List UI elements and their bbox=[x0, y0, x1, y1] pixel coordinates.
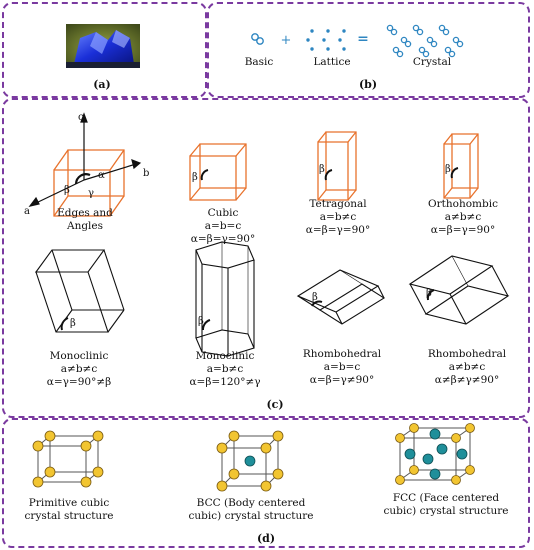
basic-label: Basic bbox=[244, 56, 274, 68]
crystal-label: Crystal bbox=[412, 56, 452, 68]
equals-sign: = bbox=[357, 31, 369, 47]
crystal-motifs bbox=[386, 24, 464, 58]
unit-cells bbox=[32, 423, 475, 492]
fcc-face-atoms bbox=[404, 428, 468, 480]
panel-c-label: (c) bbox=[266, 398, 284, 411]
panel-a-label: (a) bbox=[93, 78, 111, 91]
panel-b-frame bbox=[207, 2, 530, 98]
orthorhombic-cell bbox=[443, 133, 479, 199]
primitive-atoms bbox=[32, 430, 104, 488]
plus-sign: + bbox=[280, 33, 292, 48]
gamma-text: γ bbox=[88, 188, 94, 199]
panel-b-label: (b) bbox=[358, 78, 378, 91]
edges-angles-figure: c b a α β γ β β β β bbox=[24, 112, 510, 357]
axes-cube bbox=[53, 149, 125, 217]
basic-motif bbox=[251, 33, 264, 45]
orthorhombic-beta: β bbox=[445, 164, 451, 175]
axis-b-text: b bbox=[143, 168, 149, 179]
rhombohedral-cell-1 bbox=[296, 269, 386, 325]
tetragonal-beta: β bbox=[319, 164, 325, 175]
monoclinic-cell-2 bbox=[195, 241, 255, 357]
lattice-dots bbox=[306, 29, 346, 51]
monoclinic1-beta: β bbox=[70, 318, 76, 329]
monoclinic-cell-1 bbox=[34, 249, 125, 333]
panel-a-frame bbox=[2, 2, 207, 98]
axis-a-text: a bbox=[24, 206, 30, 217]
beta-text: β bbox=[64, 185, 70, 196]
rhombohedral-cell-2 bbox=[408, 255, 510, 325]
rhombohedral1-beta: β bbox=[312, 292, 318, 303]
crystal-photo bbox=[66, 24, 140, 68]
bcc-atoms bbox=[216, 430, 284, 492]
monoclinic2-beta: β bbox=[198, 316, 204, 327]
axis-lines bbox=[28, 112, 142, 207]
panel-d-label: (d) bbox=[256, 532, 276, 545]
cubic-beta: β bbox=[192, 172, 198, 183]
panel-d-frame bbox=[2, 418, 530, 548]
rhombohedral2-beta: β bbox=[426, 288, 432, 299]
cubic-cell bbox=[189, 143, 247, 201]
fcc-corner-atoms bbox=[395, 423, 475, 485]
tetragonal-cell bbox=[317, 131, 357, 201]
bcc-center-atom bbox=[244, 455, 256, 467]
axis-c-text: c bbox=[78, 112, 84, 123]
lattice-label: Lattice bbox=[313, 56, 351, 68]
alpha-text: α bbox=[98, 170, 105, 181]
panel-c-frame bbox=[2, 98, 530, 418]
